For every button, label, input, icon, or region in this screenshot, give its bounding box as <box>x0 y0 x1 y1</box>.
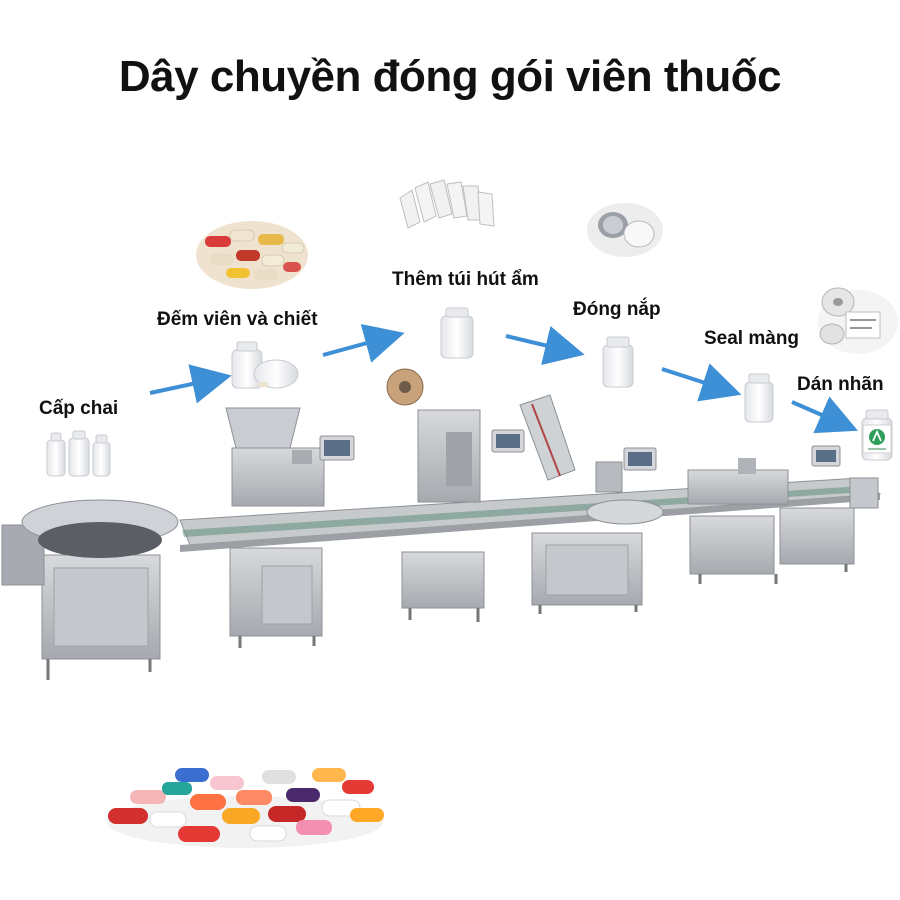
bottles-icon <box>46 430 111 477</box>
packaging-machine <box>1 368 882 680</box>
filled-bottle-icon <box>231 341 299 389</box>
step-label-capping: Đóng nắp <box>573 299 661 320</box>
page-title: Dây chuyền đóng gói viên thuốc <box>118 52 782 101</box>
flow-arrows <box>149 324 858 434</box>
step-label-bottle-feeding: Cấp chai <box>39 398 119 419</box>
step-label-labeling: Dán nhãn <box>797 374 884 395</box>
sealed-bottle-icon <box>744 373 774 423</box>
pill-pile-icon <box>107 768 384 848</box>
step-label-counting-filling: Đếm viên và chiết <box>157 309 318 330</box>
arrow-3-icon <box>505 326 585 365</box>
cap-icon <box>587 203 663 257</box>
bottle-icon <box>440 307 474 359</box>
arrow-1-icon <box>149 364 232 404</box>
step-label-desiccant: Thêm túi hút ẩm <box>392 269 539 290</box>
step-label-sealing: Seal màng <box>704 328 800 349</box>
desiccant-icon <box>399 179 495 229</box>
arrow-2-icon <box>322 324 405 363</box>
capped-bottle-icon <box>602 336 634 388</box>
arrow-5-icon <box>791 396 858 434</box>
labeled-bottle-icon <box>861 409 893 461</box>
arrow-4-icon <box>661 363 742 402</box>
pills-icon <box>196 221 308 289</box>
seal-roll-icon <box>818 287 898 354</box>
